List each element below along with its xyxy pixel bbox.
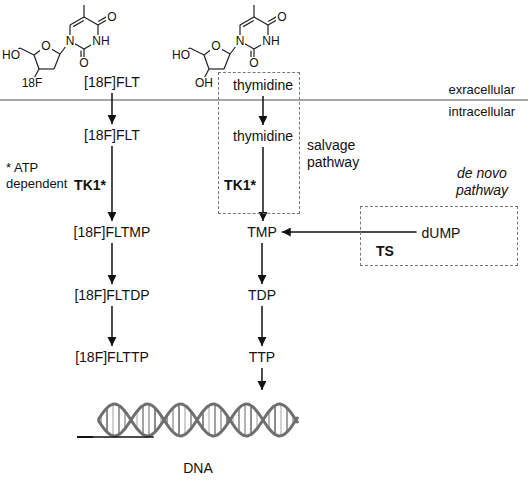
node-text: [18F]FLT [82,126,142,144]
base-pair [208,405,210,434]
pathway-arrow [111,146,113,221]
helix-strand [98,404,298,436]
base-pair [274,405,276,434]
chemical-bond [224,54,230,69]
pathway-heading: de novo pathway [451,165,513,199]
base-pair [184,405,186,434]
molecule-structures [10,5,282,82]
node-text: [18F]FLT [82,73,142,91]
footnote: * ATP dependent [6,160,70,192]
chemical-bond [253,5,254,17]
nucleoside-label: thymidine [231,127,295,145]
base-pair [286,408,288,432]
nucleotide-label: dUMP [420,224,463,242]
node-text: thymidine [231,76,295,94]
chemical-bond [34,55,39,69]
pathway-heading: DNA [88,460,308,477]
inhibition-bar [77,436,93,438]
chemical-bond [190,48,204,55]
atom-label: O [40,40,51,52]
chemical-bond [204,55,209,69]
base-pair [142,405,144,434]
chemical-bond [20,48,34,55]
compartment-label: intracellular [449,104,515,120]
base-pair [112,404,114,436]
base-pair [178,404,180,436]
atom-label: N [65,35,76,47]
dna-figure: DNA [88,392,308,482]
atom-label: HO [1,49,21,61]
enzyme-label: TS [376,243,394,259]
base-pair [214,404,216,436]
atom-label: O [106,11,117,23]
base-pair [244,404,246,436]
helix-strand [98,404,298,436]
node-text: TDP [246,286,278,304]
metabolite-label: TMP [245,223,279,241]
atom-label: 18F [21,77,44,89]
chemical-bond [39,68,54,69]
chemical-bond [54,54,60,69]
pathway-arrow [261,243,263,284]
metabolite-label: [18F]FLTDP [72,286,151,304]
atom-label: O [276,11,287,23]
base-pair [250,405,252,434]
node-text: thymidine [231,127,295,145]
node-text: [18F]FLTTP [73,348,151,366]
pathway-arrow [282,231,417,233]
metabolite-label: [18F]FLTTP [73,348,151,366]
pathway-arrow [262,96,264,125]
atom-label: O [210,40,221,52]
tracer-label: [18F]FLT [82,73,142,91]
atom-label: O [248,57,259,69]
enzyme-label: TK1* [74,177,106,193]
base-pair [148,404,150,436]
compartment-label: exracellular [449,82,515,98]
pathway-heading: salvage pathway [307,137,369,171]
chemical-bond [209,68,224,69]
base-pair [154,408,156,432]
pathway-arrow [261,368,263,390]
node-text: [18F]FLTMP [72,223,153,241]
enzyme-label: TK1* [224,177,256,193]
pathway-arrow [262,147,264,221]
atom-label: NH [91,35,110,47]
atom-label: N [235,35,246,47]
pathway-arrow [85,436,154,438]
pathway-arrow [111,306,113,346]
pathway-arrow [261,306,263,346]
base-pair [238,408,240,432]
membrane-line [0,99,528,101]
base-pair [106,408,108,432]
node-text: TTP [247,348,277,366]
base-pair [118,405,120,434]
pathway-arrow [111,93,113,124]
metabolite-label: TDP [246,286,278,304]
chemical-bond [83,5,84,17]
dna-helix [98,404,298,436]
node-text: TMP [245,223,279,241]
base-pair [280,404,282,436]
chemical-bond [73,21,84,27]
node-text: [18F]FLTDP [72,286,151,304]
atom-label: NH [261,35,280,47]
nucleoside-label: thymidine [231,76,295,94]
metabolite-label: [18F]FLTMP [72,223,153,241]
base-pair [220,408,222,432]
atom-label: OH [194,77,214,89]
chemical-bond [254,17,268,25]
base-pair [172,408,174,432]
node-text: dUMP [420,224,463,242]
chemical-bond [243,21,254,27]
metabolite-label: TTP [247,348,277,366]
tracer-label: [18F]FLT [82,126,142,144]
atom-label: O [78,57,89,69]
chemical-bond [84,17,98,25]
atom-label: HO [171,49,191,61]
pathway-arrow [111,243,113,284]
